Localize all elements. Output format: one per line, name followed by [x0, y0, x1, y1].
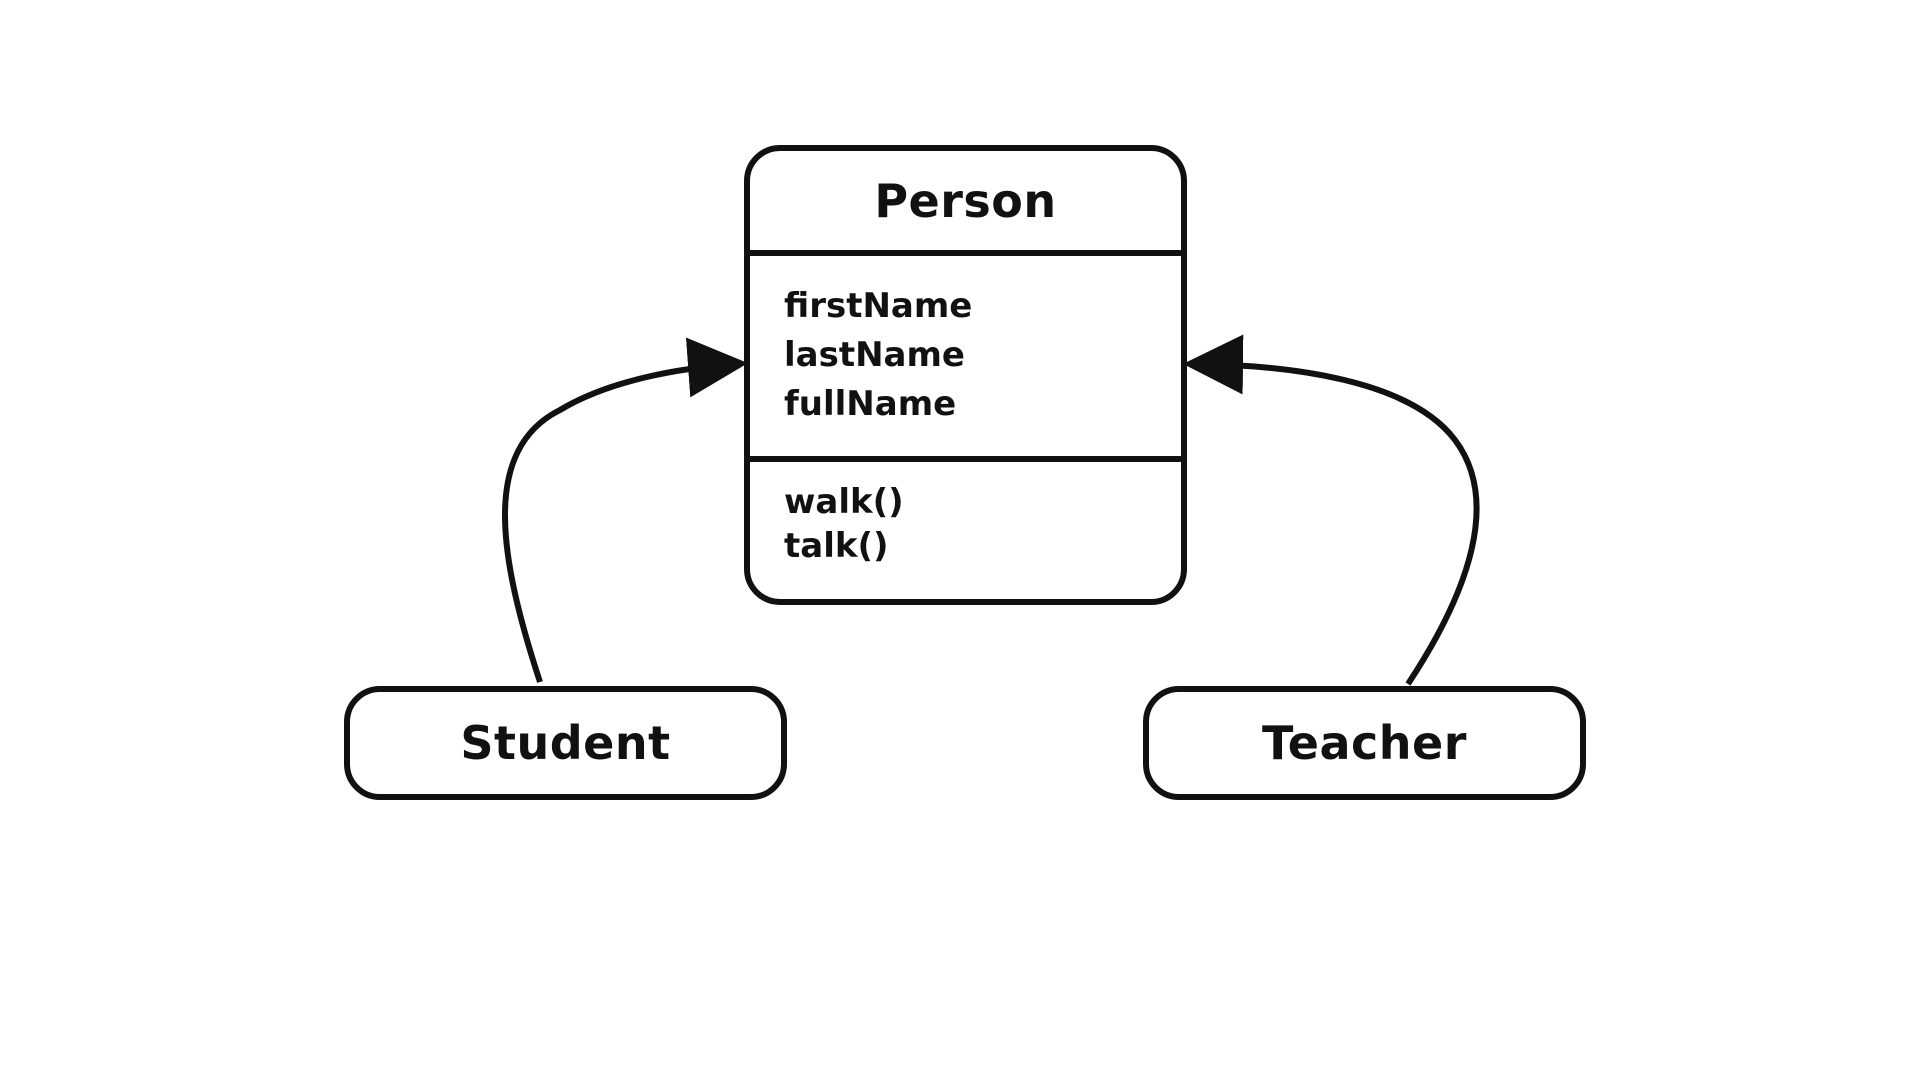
- attribute-first-name: firstName: [784, 286, 973, 326]
- method-walk: walk(): [784, 482, 904, 522]
- person-attributes-section: firstName lastName fullName: [750, 256, 1181, 462]
- person-class-box: Person firstName lastName fullName walk(…: [744, 145, 1187, 605]
- teacher-class-box: Teacher: [1143, 686, 1586, 800]
- teacher-class-title: Teacher: [1262, 716, 1467, 770]
- student-class-box: Student: [344, 686, 787, 800]
- attribute-last-name: lastName: [784, 335, 965, 375]
- method-talk: talk(): [784, 526, 889, 566]
- student-class-title: Student: [460, 716, 671, 770]
- person-class-title: Person: [874, 173, 1057, 228]
- person-name-section: Person: [750, 151, 1181, 256]
- teacher-to-person-arrow: [1183, 334, 1480, 686]
- attribute-full-name: fullName: [784, 384, 957, 424]
- student-to-person-arrow: [502, 337, 748, 683]
- person-methods-section: walk() talk(): [750, 462, 1181, 599]
